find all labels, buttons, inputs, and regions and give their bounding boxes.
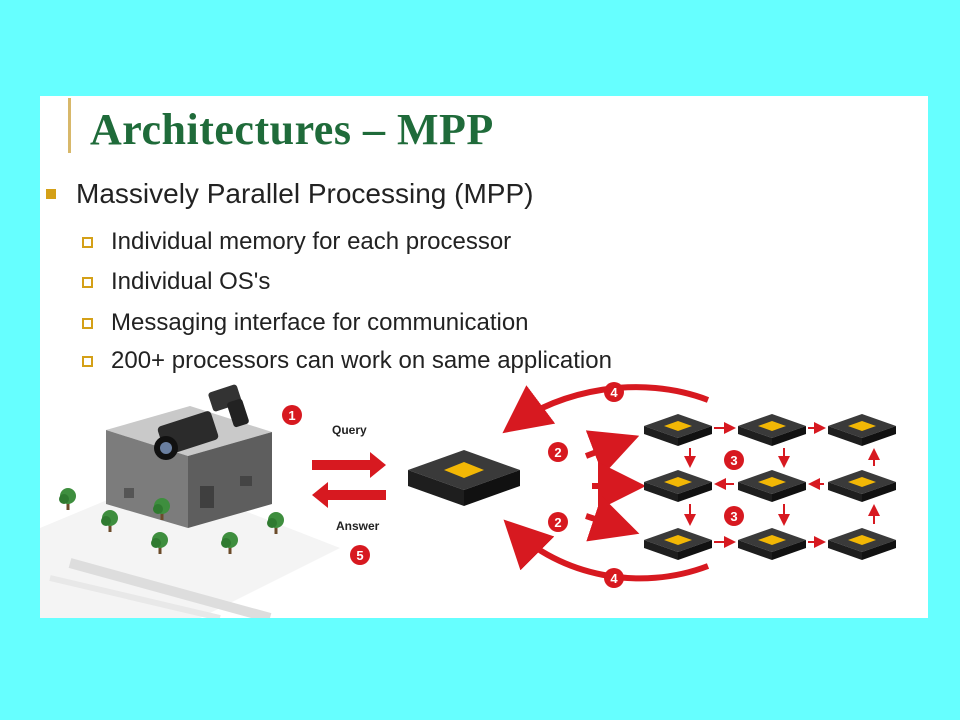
step-badge: 3	[724, 506, 744, 526]
processor-chip-icon	[828, 414, 896, 446]
main-bullet-text: Massively Parallel Processing (MPP)	[76, 178, 534, 209]
slide-title: Architectures – MPP	[90, 105, 494, 154]
central-processor-chip-icon	[408, 450, 520, 506]
answer-label: Answer	[336, 519, 380, 533]
processor-chip-icon	[828, 470, 896, 502]
query-arrow-icon	[312, 452, 386, 478]
message-arrows	[684, 422, 880, 548]
sub-bullet: Individual OS's	[82, 268, 270, 296]
processor-chip-icon	[644, 528, 712, 560]
sub-bullet: Messaging interface for communication	[82, 309, 529, 337]
step-badge: 2	[548, 512, 568, 532]
sub-bullet-square-icon	[82, 355, 93, 367]
processor-chip-icon	[828, 528, 896, 560]
svg-text:1: 1	[288, 408, 295, 423]
sub-bullet-square-icon	[82, 317, 93, 329]
query-label: Query	[332, 423, 367, 437]
sub-bullet-text: Individual memory for each processor	[111, 228, 512, 255]
answer-arrow-icon	[312, 482, 386, 508]
svg-text:4: 4	[610, 385, 618, 400]
accent-bar	[68, 98, 71, 153]
mpp-diagram: 1 Query Answer 5 4	[40, 382, 896, 618]
dispatch-arrow-icon	[584, 430, 640, 476]
svg-text:3: 3	[730, 509, 737, 524]
sub-bullet: Individual memory for each processor	[82, 228, 511, 256]
sub-bullet-text: 200+ processors can work on same applica…	[111, 347, 612, 374]
sub-bullet-square-icon	[82, 236, 93, 248]
sub-bullet-text: Messaging interface for communication	[111, 309, 529, 336]
processor-chip-icon	[738, 528, 806, 560]
step-badge: 4	[604, 382, 624, 402]
processor-chip-icon	[644, 470, 712, 502]
dispatch-arrow-icon	[585, 495, 640, 542]
svg-text:5: 5	[356, 548, 363, 563]
svg-text:2: 2	[554, 445, 561, 460]
return-arrow-icon	[503, 519, 710, 582]
processor-chip-icon	[738, 414, 806, 446]
step-badge: 1	[282, 405, 302, 425]
return-arrow-icon	[502, 384, 710, 434]
step-badge: 4	[604, 568, 624, 588]
processor-grid	[644, 414, 896, 560]
sub-bullet-square-icon	[82, 276, 93, 288]
svg-text:4: 4	[610, 571, 618, 586]
bullet-square-icon	[46, 189, 56, 199]
processor-chip-icon	[738, 470, 806, 502]
slide: Architectures – MPP Massively Parallel P…	[40, 96, 928, 618]
step-badge: 5	[350, 545, 370, 565]
svg-text:2: 2	[554, 515, 561, 530]
sub-bullet-text: Individual OS's	[111, 268, 271, 295]
sub-bullet: 200+ processors can work on same applica…	[82, 347, 612, 375]
main-bullet: Massively Parallel Processing (MPP)	[46, 178, 533, 210]
svg-text:3: 3	[730, 453, 737, 468]
processor-chip-icon	[644, 414, 712, 446]
step-badge: 2	[548, 442, 568, 462]
tree-icon	[59, 488, 76, 510]
step-badge: 3	[724, 450, 744, 470]
video-camera-icon	[154, 384, 249, 460]
